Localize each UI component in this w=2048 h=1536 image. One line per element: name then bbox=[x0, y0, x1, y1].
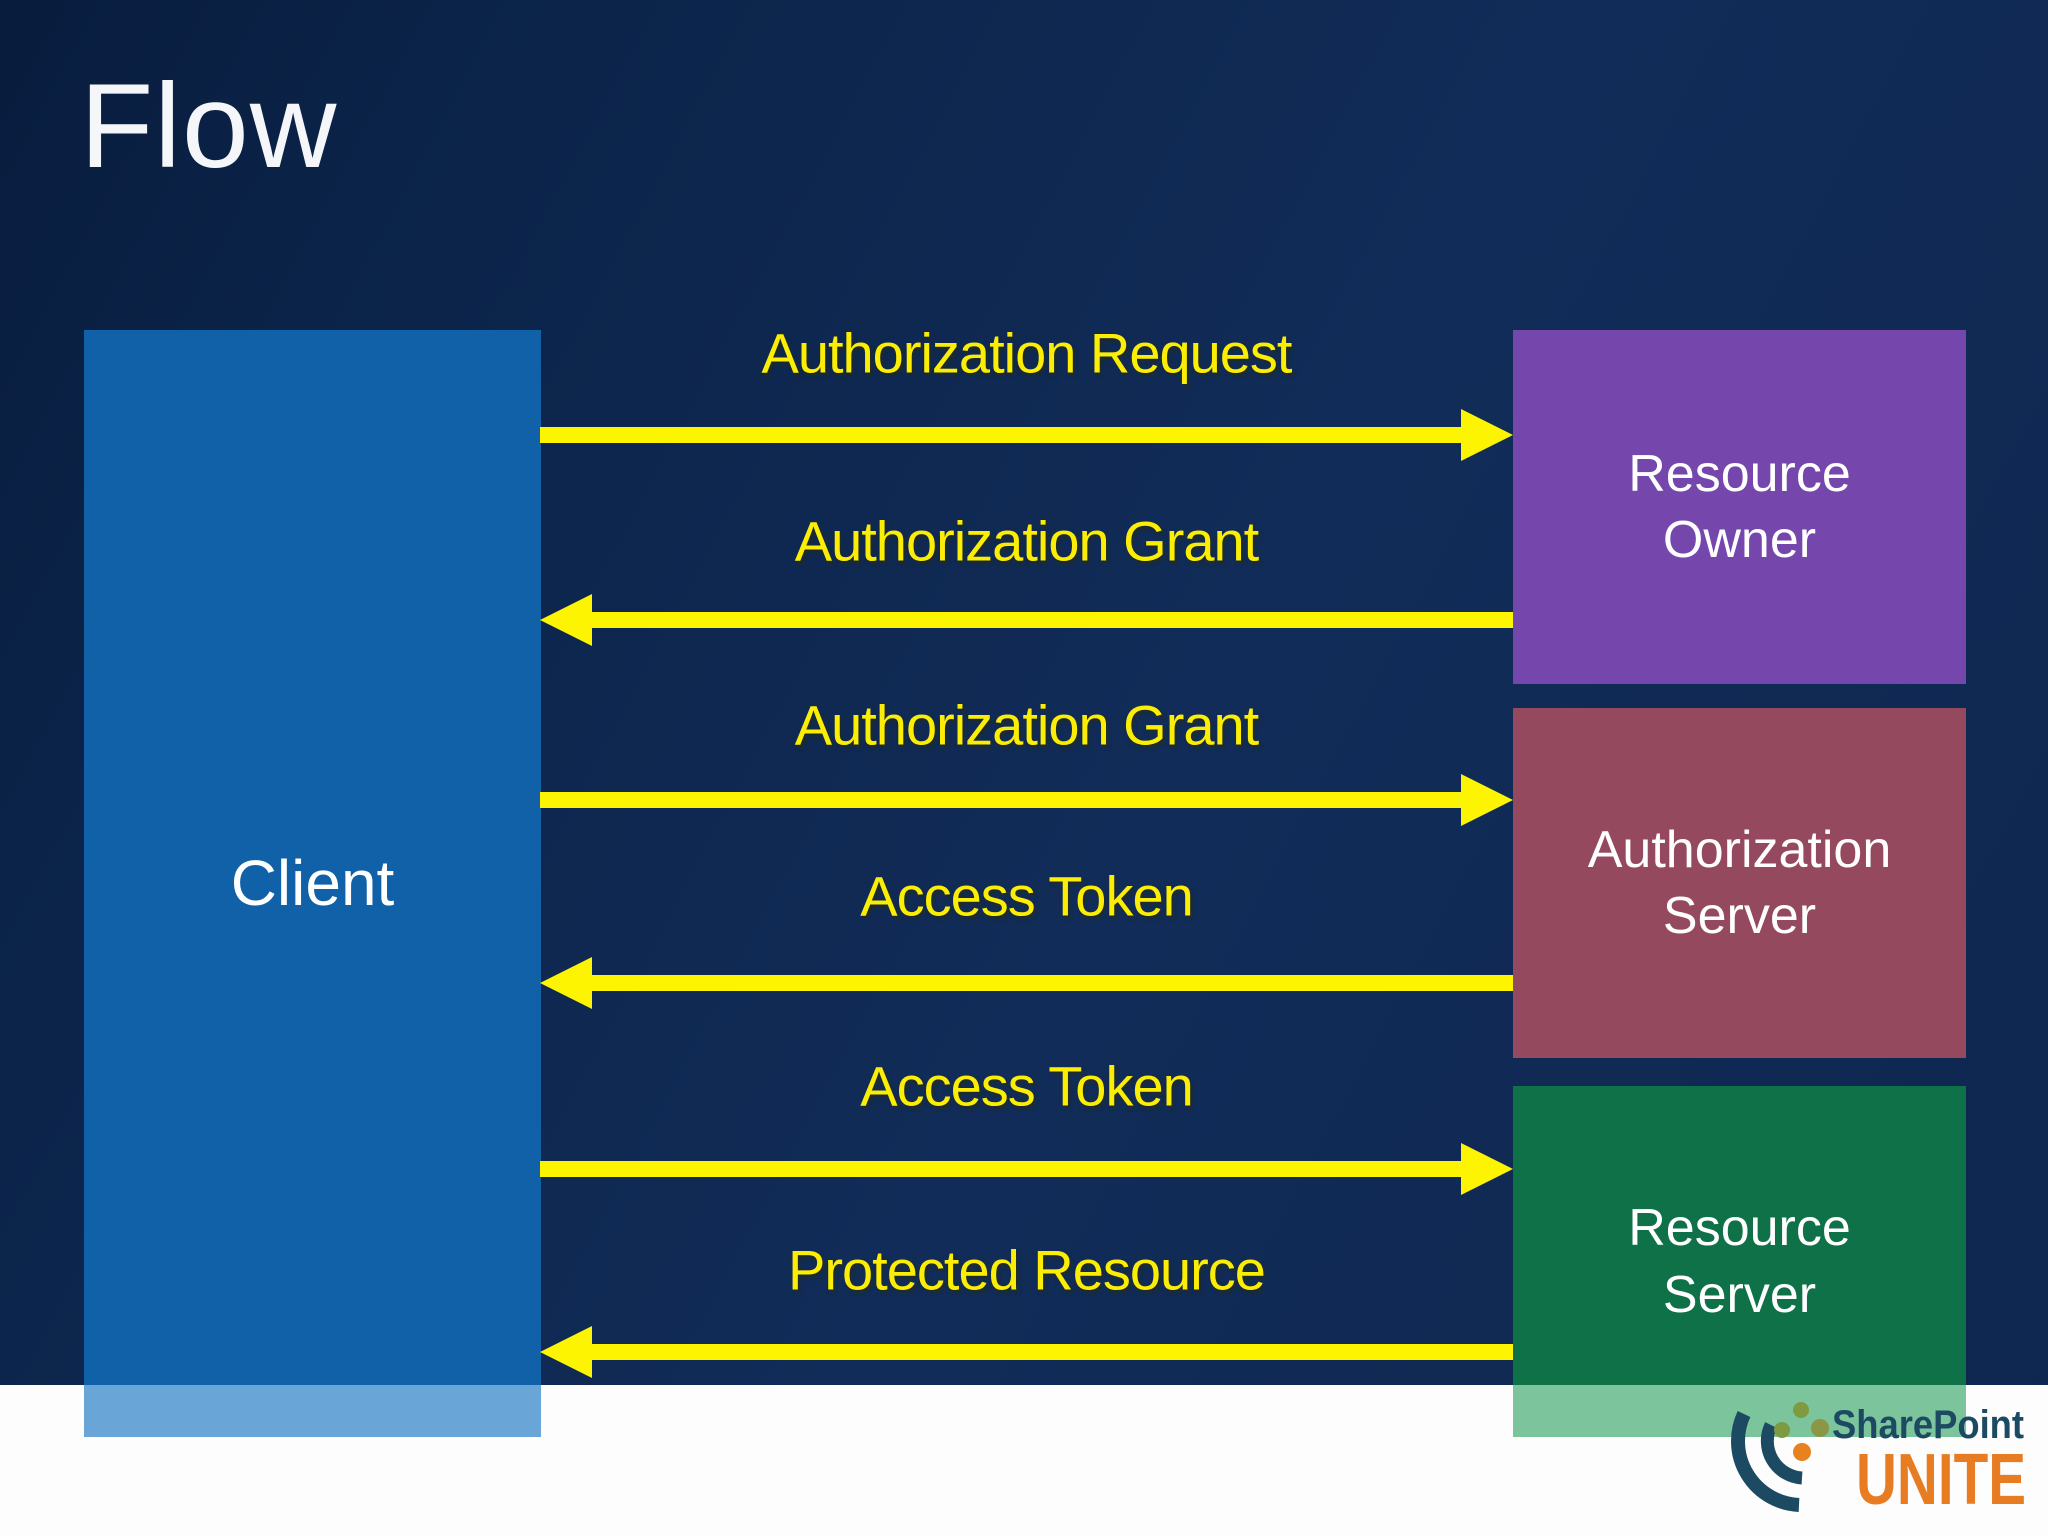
arrow-label-authorization-grant-2: Authorization Grant bbox=[794, 693, 1259, 757]
resource-owner-box: Resource Owner bbox=[1513, 330, 1966, 684]
arrow-head-right-icon bbox=[1461, 1143, 1513, 1195]
logo-brand-text: SharePoint bbox=[1832, 1403, 2024, 1447]
arrow-authorization-grant-to-client bbox=[540, 592, 1513, 648]
arrow-head-left-icon bbox=[540, 1326, 592, 1378]
arrow-shaft bbox=[540, 792, 1465, 808]
arrow-authorization-grant-to-server bbox=[540, 772, 1513, 828]
arrow-shaft bbox=[588, 612, 1513, 628]
logo-signal-arc-outer-icon bbox=[1731, 1411, 1800, 1512]
arrow-access-token-to-resource-server bbox=[540, 1141, 1513, 1197]
arrow-access-token-to-client bbox=[540, 955, 1513, 1011]
client-box-label: Client bbox=[230, 846, 395, 919]
arrow-authorization-request bbox=[540, 407, 1513, 463]
resource-server-box: Resource Server bbox=[1513, 1086, 1966, 1437]
sharepoint-unite-logo: SharePoint UNITE bbox=[1731, 1402, 2026, 1520]
arrow-shaft bbox=[588, 975, 1513, 991]
arrow-protected-resource bbox=[540, 1324, 1513, 1380]
logo-event-text: UNITE bbox=[1856, 1440, 2026, 1520]
arrow-shaft bbox=[540, 1161, 1465, 1177]
arrow-label-authorization-request: Authorization Request bbox=[761, 321, 1292, 385]
logo-dots-icon bbox=[1774, 1402, 1829, 1461]
logo-signal-arc-inner-icon bbox=[1760, 1422, 1803, 1485]
authorization-server-box: Authorization Server bbox=[1513, 708, 1966, 1058]
arrow-head-right-icon bbox=[1461, 409, 1513, 461]
authorization-server-label: Authorization Server bbox=[1587, 820, 1892, 945]
arrow-label-access-token-2: Access Token bbox=[860, 1054, 1193, 1118]
page-title: Flow bbox=[80, 59, 338, 193]
resource-owner-label: Resource Owner bbox=[1628, 444, 1851, 569]
arrow-label-authorization-grant-1: Authorization Grant bbox=[794, 509, 1259, 573]
arrow-head-left-icon bbox=[540, 957, 592, 1009]
arrow-shaft bbox=[588, 1344, 1513, 1360]
arrow-head-right-icon bbox=[1461, 774, 1513, 826]
arrow-shaft bbox=[540, 427, 1465, 443]
arrow-head-left-icon bbox=[540, 594, 592, 646]
resource-server-label: Resource Server bbox=[1628, 1199, 1851, 1324]
arrow-label-protected-resource: Protected Resource bbox=[788, 1238, 1266, 1302]
client-box: Client bbox=[84, 330, 541, 1437]
arrow-label-access-token-1: Access Token bbox=[860, 864, 1193, 928]
